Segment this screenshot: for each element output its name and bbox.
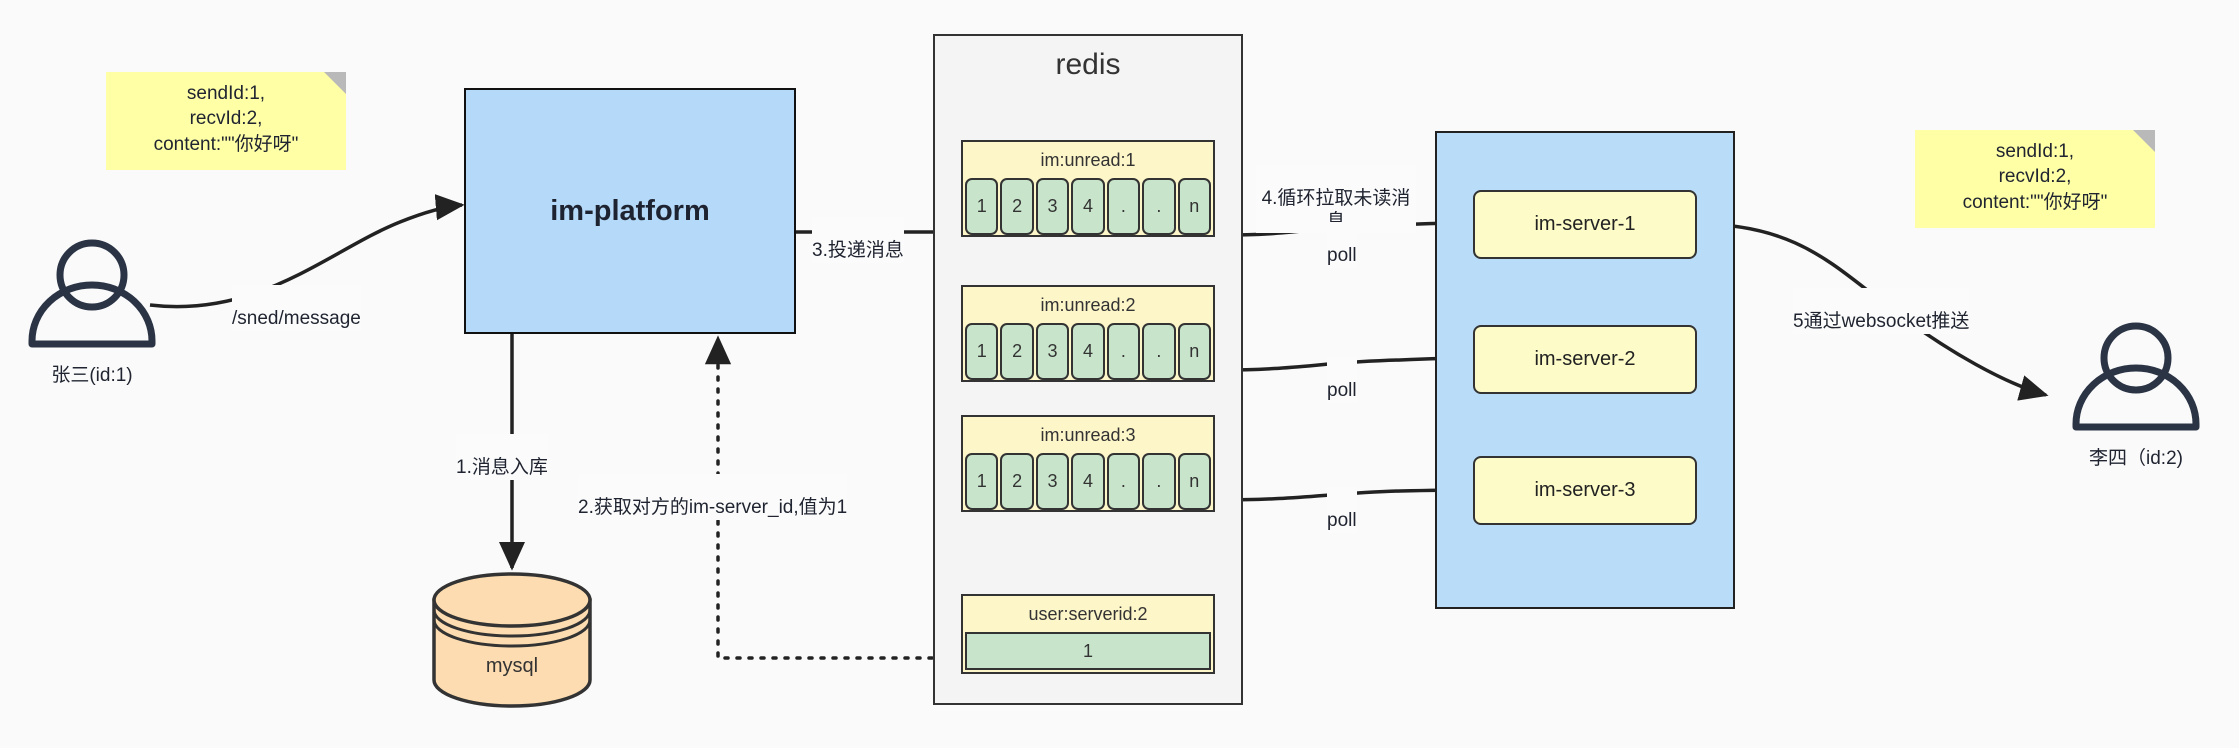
node-mysql[interactable]: mysql — [434, 655, 590, 683]
list-cell[interactable]: 3 — [1035, 178, 1070, 235]
list-cell[interactable]: 4 — [1071, 323, 1105, 380]
list-cell[interactable]: 4 — [1071, 453, 1105, 510]
im-server-1-label: im-server-1 — [1534, 213, 1636, 235]
redis-key-label: im:unread:1 — [1040, 149, 1136, 170]
node-im-platform[interactable]: im-platform — [464, 88, 796, 334]
list-cell[interactable]: . — [1142, 323, 1176, 380]
node-im-server-2[interactable]: im-server-2 — [1473, 325, 1697, 394]
redis-key-label: im:unread:3 — [1040, 424, 1136, 445]
note-left-text: sendId:1, recvId:2, content:""你好呀" — [153, 82, 299, 155]
edge-label-step4: 4.循环拉取未读消 息 — [1256, 165, 1416, 234]
sender-label: 张三(id:1) — [12, 360, 172, 387]
list-cell[interactable]: 1 — [965, 178, 999, 235]
list-cell[interactable]: . — [1142, 453, 1176, 510]
send-message-text: /sned/message — [232, 307, 361, 329]
poll3-text: poll — [1327, 509, 1357, 531]
edge-step2-serverid — [704, 335, 982, 660]
im-server-2-label: im-server-2 — [1534, 348, 1636, 370]
list-cell[interactable]: n — [1177, 178, 1211, 235]
list-cell[interactable]: 3 — [1035, 323, 1070, 380]
mysql-label: mysql — [485, 655, 539, 677]
list-cell[interactable]: n — [1177, 323, 1211, 380]
node-im-server-1[interactable]: im-server-1 — [1473, 190, 1697, 259]
edge-label-step5: 5通过websocket推送 — [1793, 288, 1970, 334]
note-fold-icon — [2133, 130, 2155, 152]
poll1-text: poll — [1327, 244, 1357, 266]
redis-key-label: im:unread:2 — [1040, 294, 1136, 315]
redis-kv-user-serverid[interactable]: user:serverid:2 1 — [961, 594, 1215, 674]
redis-list-im-unread-1[interactable]: im:unread:1 1 2 3 4 . . n — [961, 140, 1215, 237]
receiver-user-icon — [2072, 322, 2200, 431]
redis-cells: 1 2 3 4 . . n — [963, 453, 1213, 512]
list-cell[interactable]: n — [1177, 453, 1211, 510]
mysql-database-icon — [432, 572, 592, 708]
list-cell[interactable]: 4 — [1071, 178, 1105, 235]
poll2-text: poll — [1327, 379, 1357, 401]
node-im-server-3[interactable]: im-server-3 — [1473, 456, 1697, 525]
list-cell[interactable]: 1 — [965, 453, 999, 510]
edge-send-message — [149, 194, 465, 309]
receiver-label-text: 李四（id:2) — [2089, 448, 2183, 469]
step1-text: 1.消息入库 — [456, 456, 548, 478]
note-right-message-payload: sendId:1, recvId:2, content:""你好呀" — [1915, 130, 2155, 228]
redis-cells: 1 2 3 4 . . n — [963, 178, 1213, 237]
list-cell[interactable]: 2 — [1000, 453, 1034, 510]
redis-key-label: user:serverid:2 — [1028, 603, 1148, 624]
edge-label-poll-1: poll — [1327, 222, 1357, 268]
redis-list-im-unread-3[interactable]: im:unread:3 1 2 3 4 . . n — [961, 415, 1215, 512]
redis-title: redis — [1055, 48, 1121, 81]
sender-label-text: 张三(id:1) — [51, 365, 133, 386]
redis-value-cell[interactable]: 1 — [965, 632, 1211, 670]
list-cell[interactable]: . — [1106, 453, 1141, 510]
sender-user-icon — [28, 239, 156, 348]
note-left-message-payload: sendId:1, recvId:2, content:""你好呀" — [106, 72, 346, 170]
im-platform-label: im-platform — [550, 194, 710, 227]
list-cell[interactable]: 1 — [965, 323, 999, 380]
list-cell[interactable]: . — [1106, 323, 1141, 380]
im-server-3-label: im-server-3 — [1534, 479, 1636, 501]
list-cell[interactable]: . — [1106, 178, 1141, 235]
edge-label-send-message: /sned/message — [232, 285, 361, 331]
list-cell[interactable]: 3 — [1035, 453, 1070, 510]
edge-label-step1: 1.消息入库 — [456, 434, 548, 480]
list-cell[interactable]: 2 — [1000, 323, 1034, 380]
edge-label-step3: 3.投递消息 — [812, 217, 904, 263]
redis-list-im-unread-2[interactable]: im:unread:2 1 2 3 4 . . n — [961, 285, 1215, 382]
edge-label-poll-3: poll — [1327, 487, 1357, 533]
note-fold-icon — [324, 72, 346, 94]
edge-label-step2: 2.获取对方的im-server_id,值为1 — [578, 474, 848, 520]
note-right-text: sendId:1, recvId:2, content:""你好呀" — [1962, 140, 2108, 213]
step3-text: 3.投递消息 — [812, 239, 904, 261]
redis-cells: 1 2 3 4 . . n — [963, 323, 1213, 382]
list-cell[interactable]: 2 — [1000, 178, 1034, 235]
step2-text: 2.获取对方的im-server_id,值为1 — [578, 496, 848, 518]
receiver-label: 李四（id:2) — [2056, 443, 2216, 470]
edge-label-poll-2: poll — [1327, 357, 1357, 403]
list-cell[interactable]: . — [1142, 178, 1176, 235]
step5-text: 5通过websocket推送 — [1793, 310, 1970, 332]
